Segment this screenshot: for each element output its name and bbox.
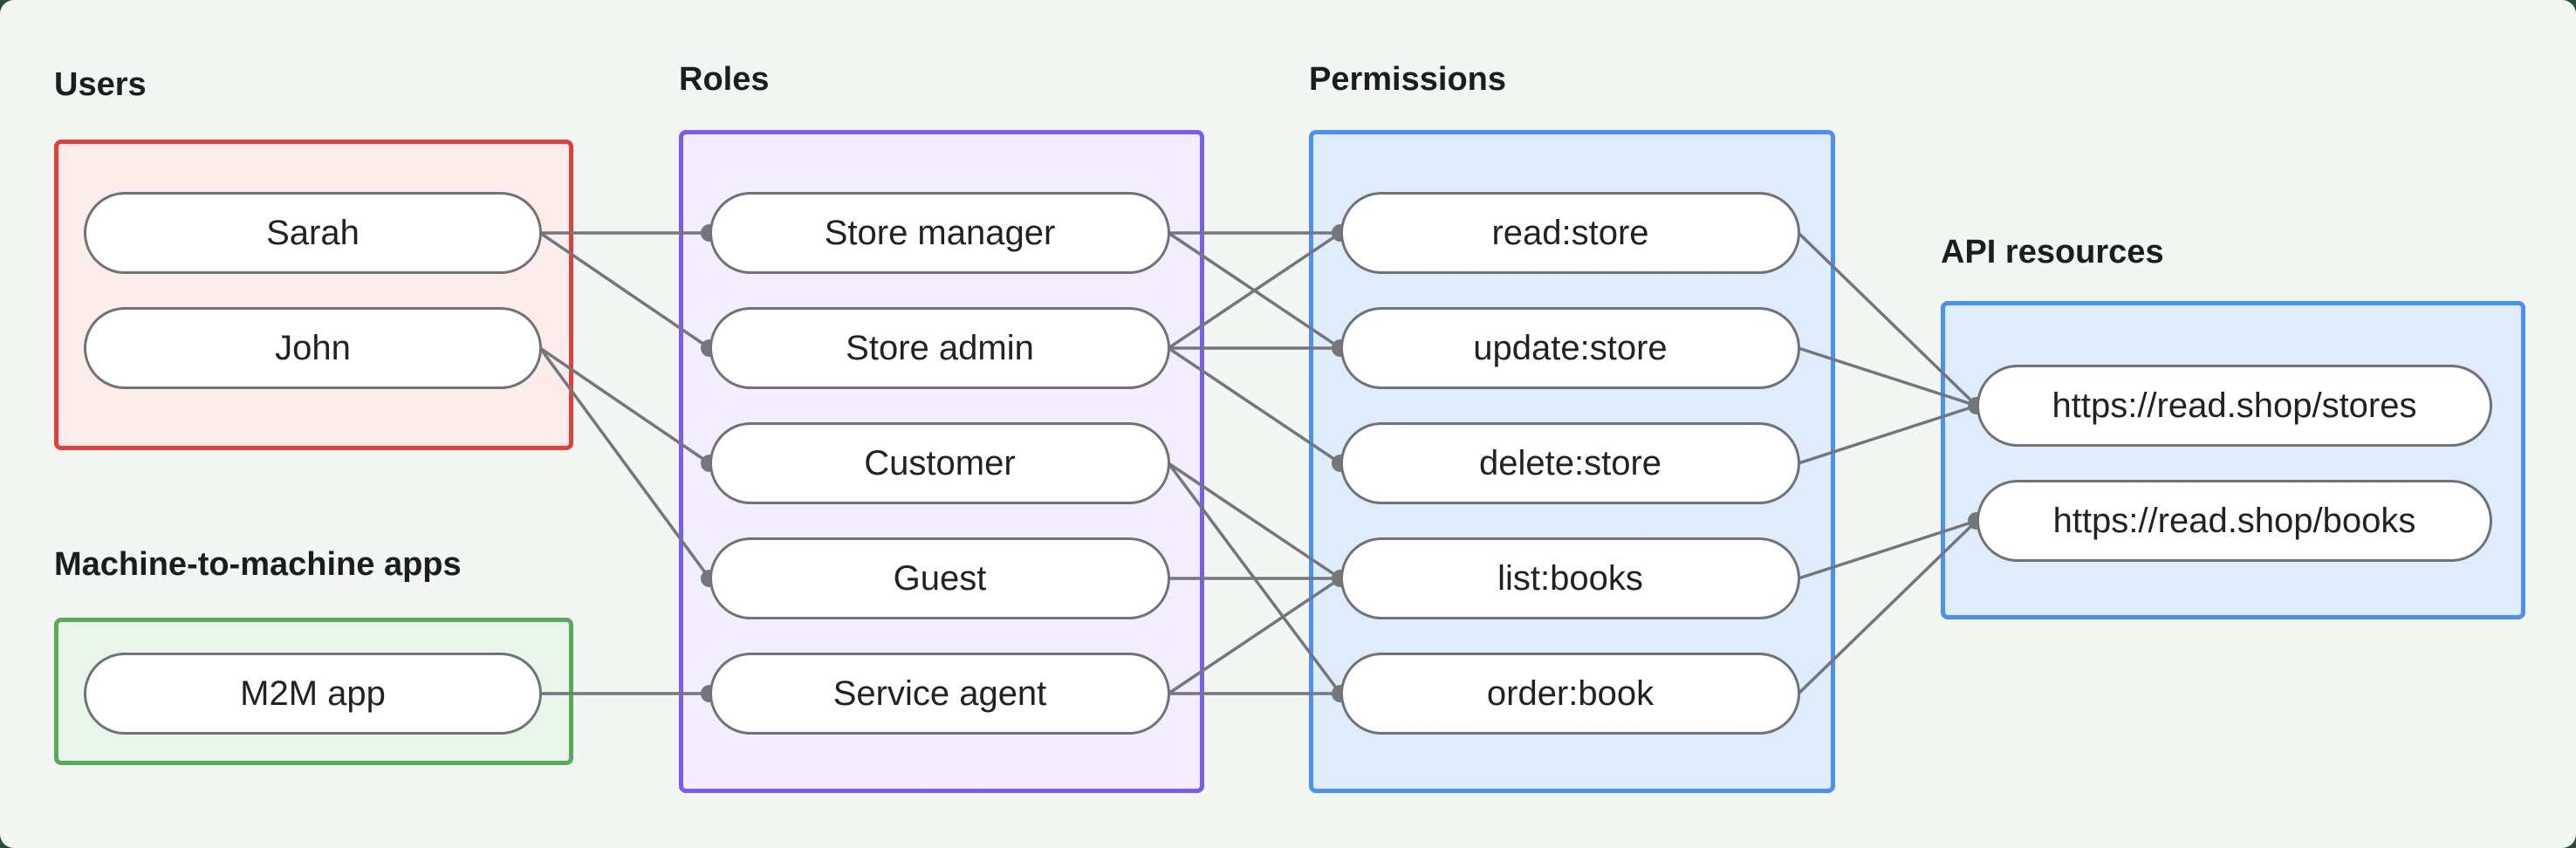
api-resources-section-label: API resources [1941,234,2164,270]
node-list-books: list:books [1340,537,1800,619]
node-list-books-label: list:books [1497,558,1643,598]
edge-delete_store-to-stores [1797,404,1978,465]
edge-read_store-to-stores [1797,231,1978,407]
node-m2m-app-label: M2M app [240,674,386,713]
node-read-store: read:store [1340,192,1800,274]
node-api-resource-books-label: https://read.shop/books [2052,501,2416,540]
node-service-agent: Service agent [709,653,1170,735]
permissions-section-label: Permissions [1309,61,1506,98]
node-update-store-label: update:store [1473,328,1668,367]
node-store-admin-label: Store admin [846,328,1034,367]
node-store-manager-label: Store manager [824,213,1056,252]
node-john-label: John [275,328,351,367]
api-resources-box [1941,301,2525,619]
users-box [54,140,573,450]
node-customer-label: Customer [864,443,1016,482]
m2m-section-label: Machine-to-machine apps [54,546,462,583]
node-delete-store-label: delete:store [1478,443,1662,482]
node-api-resource-stores-label: https://read.shop/stores [2052,386,2417,425]
edge-update_store-to-stores [1797,346,1978,407]
node-m2m-app: M2M app [84,653,542,735]
node-service-agent-label: Service agent [832,674,1047,713]
node-store-admin: Store admin [709,307,1170,389]
edge-customer-to-list_books [1167,462,1342,580]
node-update-store: update:store [1340,307,1800,389]
node-api-resource-books: https://read.shop/books [1977,480,2492,562]
edge-john-to-guest [538,346,711,580]
edge-store_admin-to-read_store [1167,231,1342,350]
edge-list_books-to-books [1797,519,1978,580]
edge-store_admin-to-delete_store [1167,346,1342,465]
node-order-book: order:book [1340,653,1800,735]
node-sarah-label: Sarah [266,213,360,252]
roles-section-label: Roles [679,61,770,98]
node-guest: Guest [709,537,1170,619]
edge-sarah-to-store_admin [538,231,711,350]
node-john: John [84,307,542,389]
edge-service_agent-to-list_books [1167,577,1342,695]
node-sarah: Sarah [84,192,542,274]
node-api-resource-stores: https://read.shop/stores [1977,365,2492,447]
edge-john-to-customer [538,346,711,465]
users-section-label: Users [54,66,147,103]
node-store-manager: Store manager [709,192,1170,274]
node-guest-label: Guest [893,558,987,598]
node-order-book-label: order:book [1486,674,1655,713]
node-read-store-label: read:store [1491,213,1649,252]
node-delete-store: delete:store [1340,422,1800,504]
node-customer: Customer [709,422,1170,504]
edge-order_book-to-books [1797,519,1978,695]
